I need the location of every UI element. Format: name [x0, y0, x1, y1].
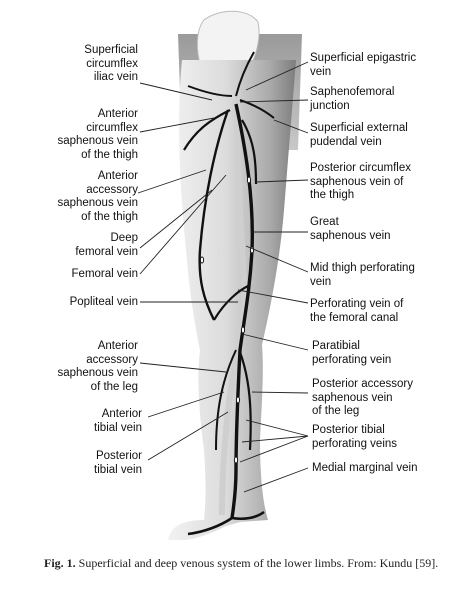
label-posterior-accessory-saphenous-vein-leg: Posterior accessory saphenous vein of th…: [312, 378, 413, 417]
anterior-circumflex-vein: [183, 109, 231, 151]
figure-caption: Fig. 1. Superficial and deep venous syst…: [44, 555, 444, 571]
label-anterior-accessory-saphenous-vein-leg: Anterior accessory saphenous vein of the…: [57, 340, 138, 393]
tributary-iliac: [187, 85, 233, 97]
anterior-accessory-vein-thigh: [198, 109, 230, 321]
great-saphenous-vein: [230, 103, 254, 519]
label-deep-femoral-vein: Deep femoral vein: [75, 232, 138, 258]
label-popliteal-vein: Popliteal vein: [69, 296, 138, 308]
label-superficial-epigastric-vein: Superficial epigastric vein: [310, 52, 417, 78]
label-great-saphenous-vein: Great saphenous vein: [310, 216, 391, 242]
leader-lines-right: [237, 61, 309, 493]
label-superficial-external-pudendal-vein: Superficial external pudendal vein: [310, 122, 408, 148]
label-posterior-tibial-vein: Posterior tibial vein: [94, 450, 142, 476]
label-anterior-circumflex-saphenous-vein-thigh: Anterior circumflex saphenous vein of th…: [57, 108, 138, 161]
label-medial-marginal-vein: Medial marginal vein: [312, 462, 418, 474]
label-mid-thigh-perforating-vein: Mid thigh perforating vein: [310, 262, 415, 288]
popliteal-connection: [213, 285, 249, 321]
label-paratibial-perforating-vein: Paratibial perforating vein: [312, 340, 392, 366]
label-femoral-vein: Femoral vein: [71, 268, 138, 280]
anterior-accessory-vein-leg: [215, 349, 237, 451]
foot-venous-arch: [187, 510, 265, 536]
leg-silhouette: [168, 60, 296, 540]
label-superficial-circumflex-iliac-vein: Superficial circumflex iliac vein: [84, 44, 138, 83]
label-saphenofemoral-junction: Saphenofemoral junction: [310, 86, 395, 112]
posterior-circumflex-vein: [241, 119, 258, 185]
leader-lines-left: [137, 82, 238, 461]
label-anterior-accessory-saphenous-vein-thigh: Anterior accessory saphenous vein of the…: [57, 170, 138, 223]
tributary-epigastric: [235, 51, 255, 97]
caption-label: Fig. 1.: [44, 556, 76, 570]
tributary-pudendal: [239, 99, 275, 119]
label-perforating-vein-femoral-canal: Perforating vein of the femoral canal: [310, 298, 404, 324]
label-posterior-circumflex-saphenous-vein-thigh: Posterior circumflex saphenous vein of t…: [310, 162, 411, 201]
label-posterior-tibial-perforating-veins: Posterior tibial perforating veins: [312, 424, 398, 450]
caption-text: Superficial and deep venous system of th…: [75, 556, 439, 570]
label-anterior-tibial-vein: Anterior tibial vein: [94, 408, 142, 434]
posterior-accessory-vein-leg: [238, 351, 252, 451]
